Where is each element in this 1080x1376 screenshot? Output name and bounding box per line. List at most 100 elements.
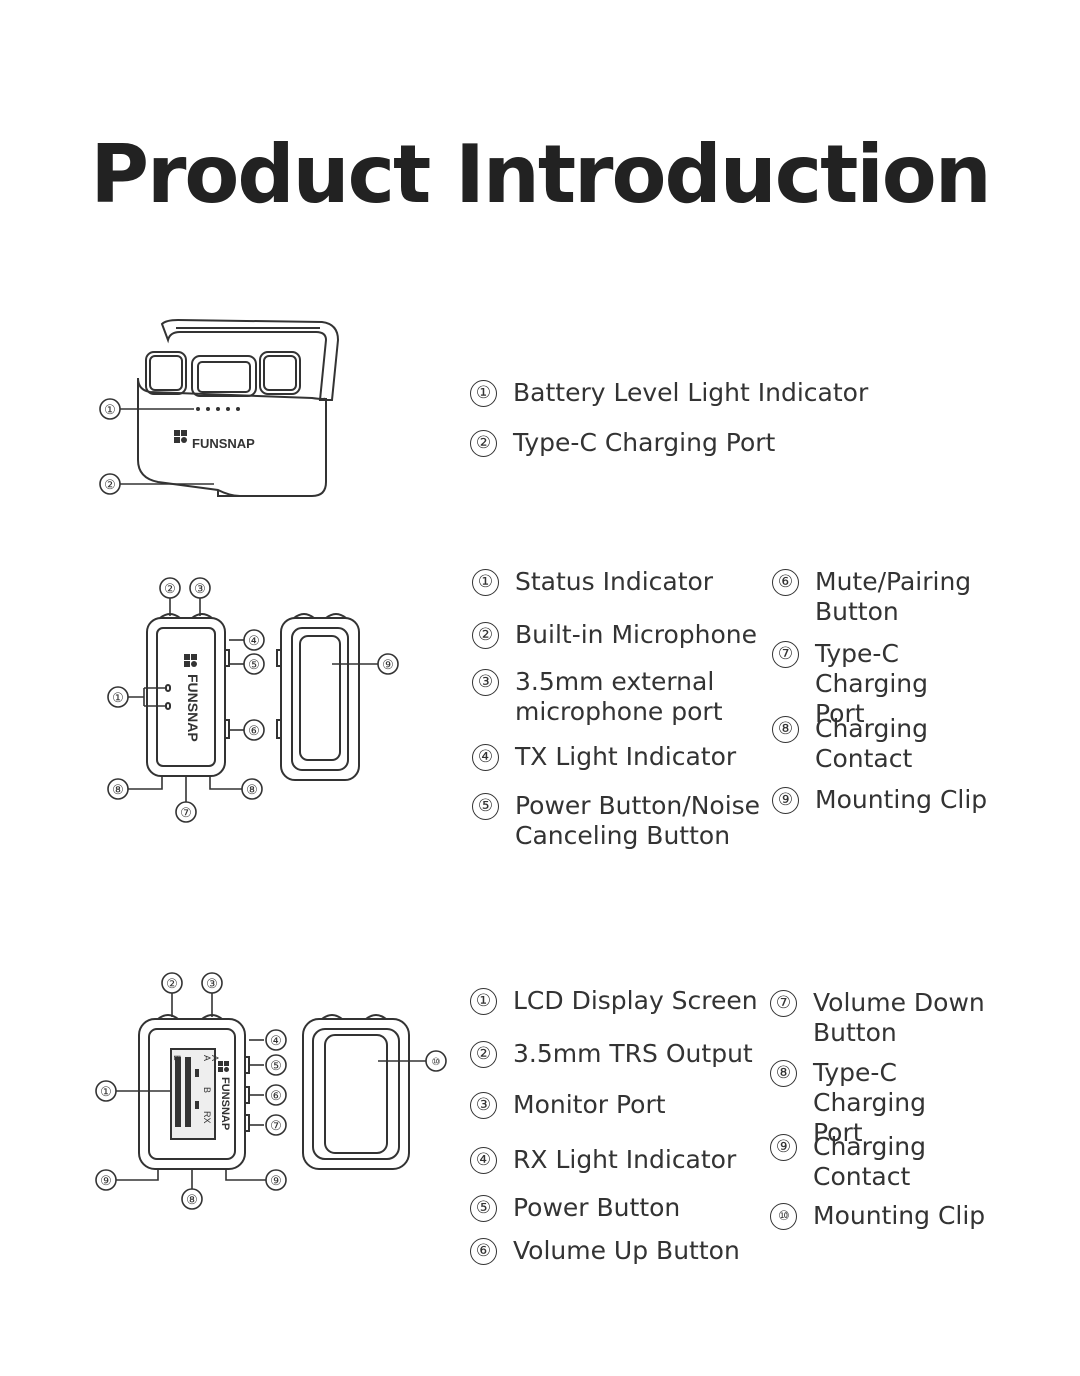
- svg-text:⑧: ⑧: [246, 782, 258, 797]
- svg-text:⑤: ⑤: [270, 1058, 282, 1073]
- tx-callout-8-left: ⑧: [107, 778, 129, 800]
- item-label: Charging Contact: [815, 714, 928, 773]
- case-callout-1: ①: [99, 398, 121, 420]
- item-number: ②: [470, 1041, 497, 1068]
- case-callout-2: ②: [99, 473, 121, 495]
- rx-callout-3: ③: [201, 972, 223, 994]
- item-label: Built-in Microphone: [515, 620, 757, 649]
- item-label: LCD Display Screen: [513, 986, 758, 1015]
- rx-item-9: ⑨ Charging Contact: [770, 1132, 950, 1192]
- svg-text:④: ④: [248, 633, 260, 648]
- item-label: Mounting Clip: [815, 785, 988, 814]
- receiver-diagram: B A A B RX FUNSNAP ② ③ ④ ⑤ ⑥ ⑦ ① ⑨ ⑨ ⑧ ⑩: [95, 972, 447, 1210]
- rx-item-5: ⑤ Power Button: [470, 1193, 760, 1223]
- tx-brand-text: FUNSNAP: [185, 674, 201, 742]
- rx-item-8: ⑧ Type-C Charging Port: [770, 1058, 980, 1148]
- item-number: ③: [472, 669, 499, 696]
- item-label: 3.5mm external microphone port: [515, 667, 723, 726]
- tx-item-8: ⑧ Charging Contact: [772, 714, 952, 774]
- tx-item-6: ⑥ Mute/Pairing Button: [772, 567, 972, 627]
- svg-text:③: ③: [206, 976, 218, 991]
- tx-item-2: ② Built-in Microphone: [472, 620, 762, 650]
- page-title: Product Introduction: [90, 128, 991, 221]
- tx-callout-9: ⑨: [377, 653, 399, 675]
- item-number: ⑥: [772, 569, 799, 596]
- item-label: Mute/Pairing Button: [815, 567, 972, 626]
- item-number: ⑦: [770, 990, 797, 1017]
- tx-callout-4: ④: [243, 629, 265, 651]
- svg-text:④: ④: [270, 1033, 282, 1048]
- tx-item-5: ⑤ Power Button/Noise Canceling Button: [472, 791, 772, 851]
- svg-text:⑩: ⑩: [432, 1057, 441, 1068]
- rx-callout-5: ⑤: [265, 1054, 287, 1076]
- item-label: Charging Contact: [813, 1132, 926, 1191]
- rx-callout-4: ④: [265, 1029, 287, 1051]
- item-label: Status Indicator: [515, 567, 714, 596]
- svg-text:⑥: ⑥: [270, 1088, 282, 1103]
- svg-text:③: ③: [194, 581, 206, 596]
- rx-callout-1: ①: [95, 1080, 117, 1102]
- rx-callout-2: ②: [161, 972, 183, 994]
- tx-item-4: ④ TX Light Indicator: [472, 742, 762, 772]
- rx-item-3: ③ Monitor Port: [470, 1090, 760, 1120]
- tx-item-3: ③ 3.5mm external microphone port: [472, 667, 742, 727]
- tx-callout-7: ⑦: [175, 801, 197, 823]
- charging-case-diagram: FUNSNAP ① ②: [99, 318, 340, 497]
- tx-callout-1: ①: [107, 686, 129, 708]
- case-item-2: ② Type-C Charging Port: [470, 428, 775, 458]
- item-label: Type-C Charging Port: [813, 1058, 926, 1147]
- tx-callout-3: ③: [189, 577, 211, 599]
- item-number: ⑩: [770, 1203, 797, 1230]
- rx-callout-9-left: ⑨: [95, 1169, 117, 1191]
- svg-text:⑧: ⑧: [186, 1192, 198, 1207]
- svg-text:⑦: ⑦: [180, 805, 192, 820]
- item-number: ⑨: [772, 787, 799, 814]
- svg-text:⑨: ⑨: [100, 1173, 112, 1188]
- tx-callout-5: ⑤: [243, 653, 265, 675]
- tx-callout-2: ②: [159, 577, 181, 599]
- item-number: ⑧: [770, 1060, 797, 1087]
- item-number: ⑤: [470, 1195, 497, 1222]
- item-number: ④: [472, 744, 499, 771]
- svg-text:⑥: ⑥: [248, 723, 260, 738]
- item-number: ⑧: [772, 716, 799, 743]
- tx-item-9: ⑨ Mounting Clip: [772, 785, 1002, 815]
- svg-text:②: ②: [166, 976, 178, 991]
- tx-callout-6: ⑥: [243, 719, 265, 741]
- item-number: ②: [472, 622, 499, 649]
- rx-screen-label-a2: A: [210, 1055, 220, 1061]
- svg-text:①: ①: [100, 1084, 112, 1099]
- svg-text:⑨: ⑨: [270, 1173, 282, 1188]
- item-label: Power Button/Noise Canceling Button: [515, 791, 761, 850]
- item-label: Battery Level Light Indicator: [513, 378, 869, 407]
- item-label: RX Light Indicator: [513, 1145, 737, 1174]
- item-number: ①: [470, 380, 497, 407]
- item-label: TX Light Indicator: [515, 742, 737, 771]
- svg-text:⑧: ⑧: [112, 782, 124, 797]
- item-number: ④: [470, 1147, 497, 1174]
- rx-item-10: ⑩ Mounting Clip: [770, 1201, 1000, 1231]
- item-label: 3.5mm TRS Output: [513, 1039, 753, 1068]
- rx-screen-label-a: A: [202, 1055, 212, 1061]
- item-number: ⑥: [470, 1238, 497, 1265]
- tx-item-1: ① Status Indicator: [472, 567, 762, 597]
- item-label: Power Button: [513, 1193, 681, 1222]
- item-number: ②: [470, 430, 497, 457]
- rx-screen-label-b: B: [172, 1055, 182, 1061]
- rx-callout-6: ⑥: [265, 1084, 287, 1106]
- rx-callout-8: ⑧: [181, 1188, 203, 1210]
- item-label: Type-C Charging Port: [815, 639, 928, 728]
- rx-item-7: ⑦ Volume Down Button: [770, 988, 1000, 1048]
- rx-item-4: ④ RX Light Indicator: [470, 1145, 760, 1175]
- tx-item-7: ⑦ Type-C Charging Port: [772, 639, 982, 729]
- svg-text:②: ②: [104, 477, 116, 492]
- rx-callout-7: ⑦: [265, 1114, 287, 1136]
- svg-text:⑨: ⑨: [382, 657, 394, 672]
- svg-text:⑤: ⑤: [248, 657, 260, 672]
- rx-callout-9-right: ⑨: [265, 1169, 287, 1191]
- rx-screen-label-b2: B: [202, 1087, 212, 1093]
- rx-item-2: ② 3.5mm TRS Output: [470, 1039, 760, 1069]
- item-label: Monitor Port: [513, 1090, 666, 1119]
- svg-text:②: ②: [164, 581, 176, 596]
- item-label: Mounting Clip: [813, 1201, 986, 1230]
